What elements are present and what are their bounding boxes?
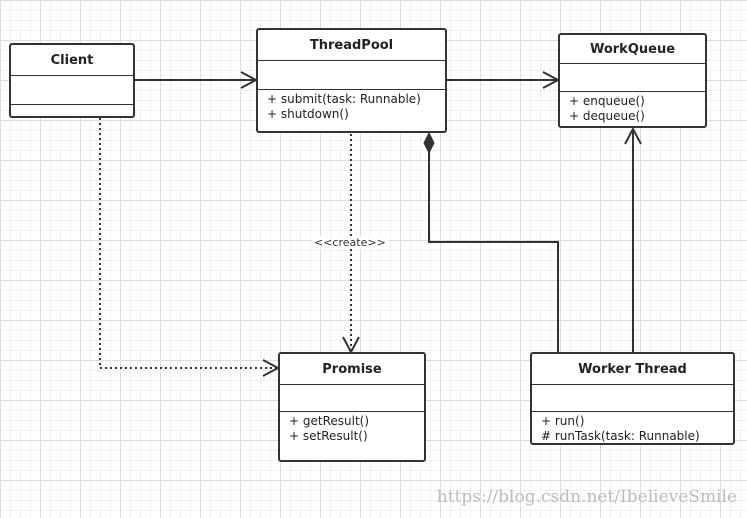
attributes-compartment (258, 61, 445, 90)
operations-compartment: + submit(task: Runnable) + shutdown() (258, 90, 445, 122)
operation: + dequeue() (569, 109, 645, 123)
operation: # runTask(task: Runnable) (541, 429, 700, 443)
operation: + run() (541, 414, 585, 428)
operations-compartment: + run() # runTask(task: Runnable) (532, 412, 733, 444)
operation: + getResult() (289, 414, 370, 428)
operation: + enqueue() (569, 94, 645, 108)
class-workqueue[interactable]: WorkQueue + enqueue() + dequeue() (558, 33, 707, 128)
client-to-promise-edge (99, 118, 277, 369)
composition-diamond (423, 131, 435, 155)
operations-compartment: + enqueue() + dequeue() (560, 92, 705, 124)
class-client[interactable]: Client (9, 43, 135, 118)
attributes-compartment (560, 64, 705, 92)
operations-compartment: + getResult() + setResult() (280, 412, 424, 444)
attributes-compartment (280, 385, 424, 412)
operation: + shutdown() (267, 107, 349, 121)
worker-to-pool-edge (428, 152, 559, 352)
class-name: Client (11, 45, 133, 76)
class-worker-thread[interactable]: Worker Thread + run() # runTask(task: Ru… (530, 352, 735, 445)
class-name: WorkQueue (560, 35, 705, 64)
operation: + submit(task: Runnable) (267, 92, 421, 106)
operation: + setResult() (289, 429, 368, 443)
watermark-url: https://blog.csdn.net/IbelieveSmile (436, 487, 737, 507)
class-promise[interactable]: Promise + getResult() + setResult() (278, 352, 426, 462)
attributes-compartment (532, 385, 733, 412)
class-name: Promise (280, 354, 424, 385)
class-name: ThreadPool (258, 30, 445, 61)
class-name: Worker Thread (532, 354, 733, 385)
attributes-compartment (11, 76, 133, 105)
class-threadpool[interactable]: ThreadPool + submit(task: Runnable) + sh… (256, 28, 447, 133)
create-stereotype-label: <<create>> (312, 236, 388, 249)
worker-to-queue-arrowhead (624, 126, 642, 145)
